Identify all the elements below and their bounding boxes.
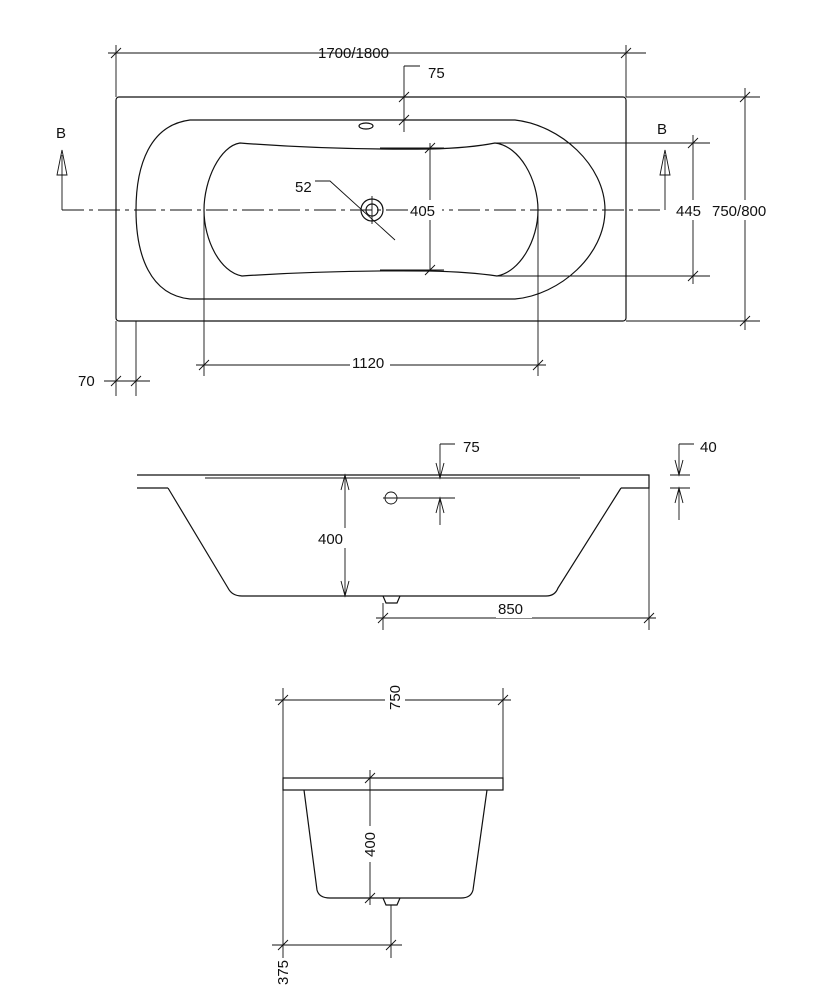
width-dimension: 750/800 <box>712 203 766 220</box>
end-rim <box>282 777 504 791</box>
side-view: 400 75 40 850 <box>137 439 717 630</box>
section-label-right: B <box>657 121 667 138</box>
waste-diameter-dimension: 52 <box>295 179 312 196</box>
section-label-left: B <box>56 125 66 142</box>
length-dimension: 1700/1800 <box>318 45 389 62</box>
side-body <box>167 487 622 597</box>
overflow-hole <box>358 122 374 130</box>
section-arrow-right <box>659 149 671 210</box>
section-arrow-left <box>56 149 68 210</box>
end-body <box>303 789 488 899</box>
basin-width-dimension: 405 <box>410 203 435 220</box>
waste-position-dimension: 850 <box>498 601 523 618</box>
end-view: 750 400 375 <box>272 682 511 985</box>
rim-thickness-dimension: 40 <box>700 439 717 456</box>
side-waste <box>382 595 401 604</box>
top-view: B B 1700/1800 75 52 405 445 750/800 1120… <box>56 45 780 396</box>
end-waste <box>382 897 401 906</box>
tub-outline <box>115 96 627 322</box>
end-depth-dimension: 400 <box>362 832 379 857</box>
end-waste-position-dimension: 375 <box>275 960 292 985</box>
rim-inner-outline <box>135 119 606 300</box>
rim-offset-dimension: 70 <box>78 373 95 390</box>
end-width-dimension: 750 <box>387 685 404 710</box>
basin-length-dimension: 1120 <box>352 355 384 372</box>
inner-width-dimension: 445 <box>676 203 701 220</box>
side-rim <box>137 474 650 489</box>
overflow-offset-dimension: 75 <box>428 65 445 82</box>
side-overflow-dimension: 75 <box>463 439 480 456</box>
side-depth-dimension: 400 <box>318 531 343 548</box>
